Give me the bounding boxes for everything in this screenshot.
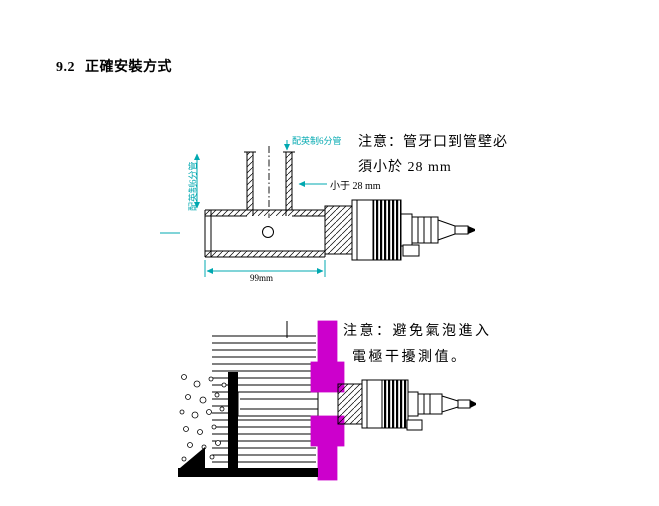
- note-top-line2: 須小於 28 mm: [358, 160, 452, 175]
- section-title: 正確安裝方式: [85, 60, 172, 75]
- flow-section: [178, 320, 476, 481]
- section-number: 9.2: [56, 60, 75, 75]
- note-bottom-line2: 電極干擾測值。: [352, 350, 468, 365]
- label-left-pipe: 配英制6分管: [188, 161, 198, 211]
- sensor-tip-bar: [228, 372, 238, 468]
- label-top-pipe: 配英制6分管: [292, 136, 342, 146]
- electrode-probe: [237, 391, 319, 417]
- electrode-assembly-top: [324, 199, 475, 261]
- section-heading: 9.2 正確安裝方式: [56, 56, 172, 76]
- dimension-lines-top: [160, 140, 327, 277]
- label-distance: 小于 28 mm: [330, 181, 381, 192]
- tee-fitting: [204, 146, 326, 258]
- electrode-assembly-bottom: [337, 379, 476, 431]
- ground-symbol: [178, 447, 318, 477]
- label-width-dimension: 99mm: [250, 273, 274, 283]
- note-bottom-line1: 注意：避免氣泡進入: [343, 324, 492, 339]
- note-top-line1: 注意：管牙口到管壁必: [358, 135, 508, 150]
